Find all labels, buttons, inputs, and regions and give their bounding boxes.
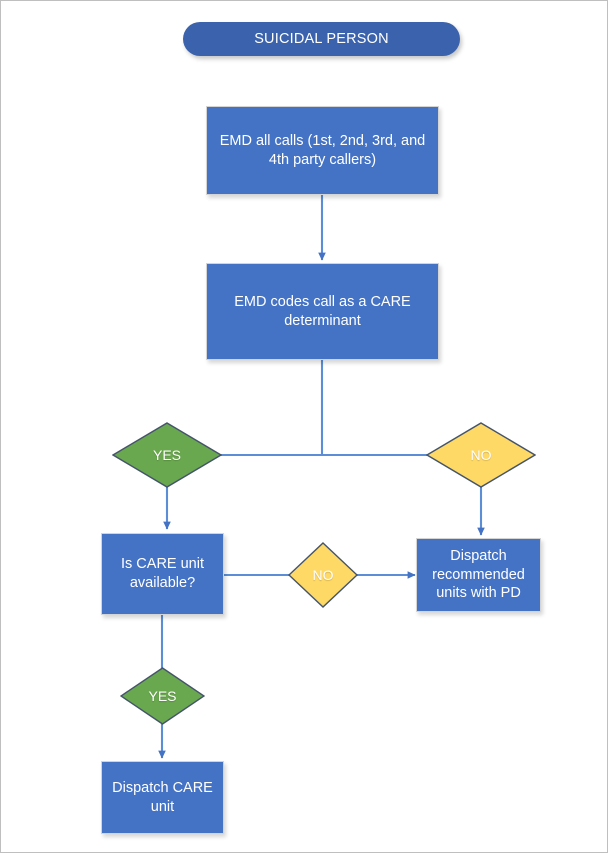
node-dispatch-care-unit-label: Dispatch CARE unit (112, 779, 213, 815)
decision-no-mid[interactable]: NO (288, 542, 358, 608)
title-banner: SUICIDAL PERSON (183, 22, 460, 56)
decision-yes-top[interactable]: YES (112, 422, 222, 488)
diamond-shape-icon (112, 422, 222, 488)
title-banner-label: SUICIDAL PERSON (254, 30, 389, 47)
decision-yes-bottom[interactable]: YES (120, 667, 205, 725)
node-care-unit-available[interactable]: Is CARE unit available? (101, 533, 224, 615)
diamond-shape-icon (426, 422, 536, 488)
decision-no-top[interactable]: NO (426, 422, 536, 488)
node-emd-all-calls-label: EMD all calls (1st, 2nd, 3rd, and 4th pa… (219, 132, 426, 168)
diamond-shape-icon (120, 667, 205, 725)
node-emd-codes-call-label: EMD codes call as a CARE determinant (234, 293, 411, 329)
node-dispatch-recommended[interactable]: Dispatch recommended units with PD (416, 538, 541, 612)
node-emd-all-calls[interactable]: EMD all calls (1st, 2nd, 3rd, and 4th pa… (206, 106, 439, 195)
node-emd-codes-call[interactable]: EMD codes call as a CARE determinant (206, 263, 439, 360)
node-dispatch-recommended-label: Dispatch recommended units with PD (432, 548, 525, 602)
node-dispatch-care-unit[interactable]: Dispatch CARE unit (101, 761, 224, 834)
diamond-shape-icon (288, 542, 358, 608)
node-care-unit-available-label: Is CARE unit available? (121, 556, 204, 591)
